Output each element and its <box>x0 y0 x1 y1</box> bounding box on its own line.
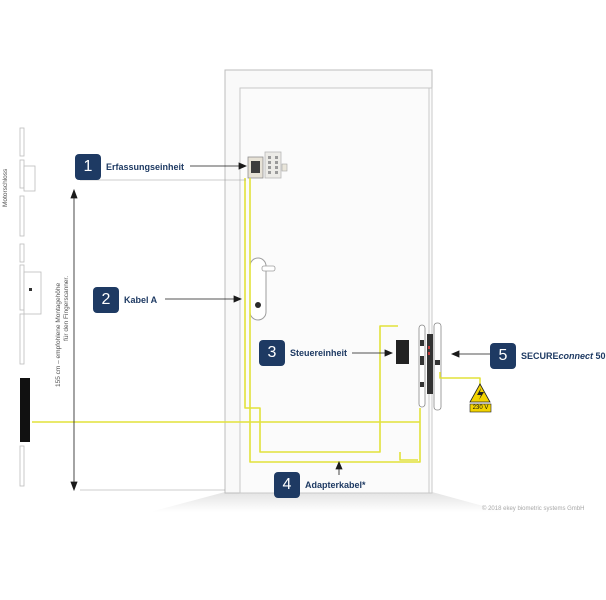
voltage-warning-sign <box>469 383 492 413</box>
callout-label-steuereinheit: Steuereinheit <box>290 348 348 358</box>
door-handle <box>249 257 276 321</box>
callout-badge-2: 2 <box>93 287 119 313</box>
callout-label-secureconnect: SECUREconnect 50 <box>521 351 606 361</box>
callout-badge-4: 4 <box>274 472 300 498</box>
callout-badge-1: 1 <box>75 154 101 180</box>
callout-label-erfassungseinheit: Erfassungseinheit <box>106 162 185 172</box>
motor-lock-label: Motorschloss <box>2 168 9 207</box>
motor-lock-bar <box>19 127 42 487</box>
door-leaf <box>239 87 433 494</box>
floor-shadow <box>150 492 505 512</box>
callout-label-kabel-a: Kabel A <box>124 295 158 305</box>
fingerprint-reader <box>247 151 288 179</box>
secureconnect-italic: connect <box>558 351 594 361</box>
callout-badge-5: 5 <box>490 343 516 369</box>
callout-label-adapterkabel: Adapterkabel* <box>305 480 366 490</box>
secureconnect-tail: 50 <box>593 351 606 361</box>
secureconnect-bar <box>418 322 442 411</box>
control-unit <box>396 340 409 364</box>
secureconnect-strong: SECURE <box>521 351 559 361</box>
copyright-text: © 2018 ekey biometric systems GmbH <box>482 506 585 512</box>
height-note-line1: 155 cm – empfohlene Montagehöhe <box>55 282 62 387</box>
leader-arrows <box>80 162 490 475</box>
height-note-line2: für den Fingerscanner. <box>63 275 70 341</box>
voltage-label: 230 V <box>472 405 489 411</box>
callout-badge-3: 3 <box>259 340 285 366</box>
height-dimension <box>70 188 225 492</box>
